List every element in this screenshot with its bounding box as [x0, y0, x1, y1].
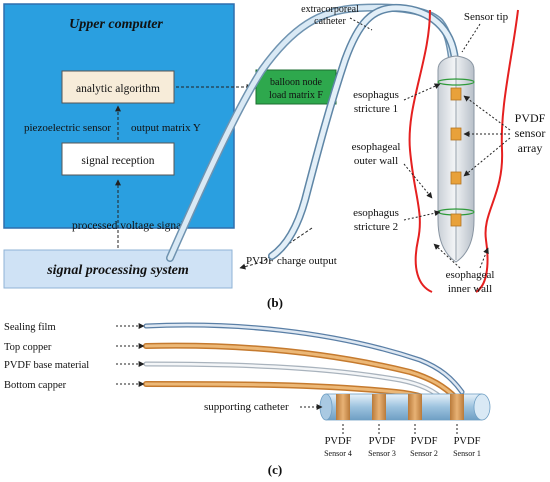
sensor3-sub: Sensor 3	[368, 449, 396, 458]
signal-reception-label: signal reception	[81, 155, 154, 167]
inner-wall-leader-1	[433, 243, 461, 269]
outer-wall-label-a: esophageal	[352, 141, 401, 153]
upper-computer-title: Upper computer	[69, 17, 163, 32]
upper-computer-block: Upper computer analytic algorithm piezoe…	[3, 3, 235, 229]
extracorporeal-leader	[349, 17, 373, 31]
inner-wall-label-b: inner wall	[448, 283, 492, 295]
pvdf-array-label-b: sensor	[515, 126, 546, 140]
extracorporeal-label-1: extracorporeal	[301, 4, 359, 15]
sensor4-sub: Sensor 4	[324, 449, 352, 458]
signal-processing-label: signal processing system	[46, 263, 189, 278]
sensor-labels: PVDF Sensor 4 PVDF Sensor 3 PVDF Sensor …	[324, 422, 481, 458]
sensor1-sub: Sensor 1	[453, 449, 481, 458]
processed-voltage-label: processed voltage signal	[72, 220, 184, 232]
sensor2-sub: Sensor 2	[410, 449, 438, 458]
sensor1-name: PVDF	[454, 436, 481, 447]
top-copper-label: Top copper	[4, 342, 52, 353]
esophageal-wall-left	[408, 9, 433, 293]
pvdf-array-label-a: PVDF	[515, 111, 546, 125]
stricture1-leader	[403, 83, 441, 101]
stricture2-label-b: stricture 2	[354, 221, 398, 233]
label-c: (c)	[268, 462, 282, 477]
stricture-ring-1	[437, 78, 475, 86]
layer-strips	[143, 322, 465, 409]
sensor-band-1	[450, 394, 464, 420]
pvdf-array-label-c: array	[518, 141, 543, 155]
sensor-patch-4	[450, 213, 462, 227]
sensor-band-2	[408, 394, 422, 420]
stricture2-label-a: esophagus	[353, 207, 399, 219]
sealing-film-label: Sealing film	[4, 322, 56, 333]
balloon-box-line1: balloon node	[270, 77, 322, 88]
sensor-balloon	[437, 55, 475, 263]
esophageal-wall-right	[475, 9, 519, 293]
bottom-capper-label: Bottom capper	[4, 380, 67, 391]
pvdf-leader-1	[463, 95, 511, 131]
signal-processing-system: signal processing system	[3, 249, 233, 289]
sensor-tip-leader	[461, 23, 481, 53]
balloon-load-matrix-box: balloon node load matrix F	[255, 69, 337, 105]
output-matrix-label: output matrix Y	[131, 122, 201, 134]
supporting-catheter	[319, 393, 491, 421]
analytic-algorithm-label: analytic algorithm	[76, 83, 160, 95]
pvdf-charge-output-label: PVDF charge output	[246, 255, 337, 267]
sensor-band-3	[372, 394, 386, 420]
stricture1-label-a: esophagus	[353, 89, 399, 101]
sensor4-name: PVDF	[325, 436, 352, 447]
piezoelectric-sensor-label: piezoelectric sensor	[24, 122, 111, 134]
stricture1-label-b: stricture 1	[354, 103, 398, 115]
stricture2-leader	[403, 210, 441, 221]
supporting-catheter-label: supporting catheter	[204, 401, 289, 413]
pvdf-leader-3	[463, 137, 511, 177]
sensor-tip-label: Sensor tip	[464, 11, 509, 23]
extracorporeal-label-2: catheter	[314, 16, 346, 27]
sensor-band-4	[336, 394, 350, 420]
outer-wall-leader	[403, 163, 433, 199]
charge-output-arrow	[239, 227, 313, 270]
sensor-patch-1	[450, 87, 462, 101]
catheter-tube-main	[268, 3, 459, 260]
sensor2-name: PVDF	[411, 436, 438, 447]
outer-wall-label-b: outer wall	[354, 155, 398, 167]
label-b: (b)	[267, 295, 283, 310]
pvdf-base-label: PVDF base material	[4, 360, 89, 371]
balloon-box-line2: load matrix F	[269, 90, 323, 101]
inner-wall-label-a: esophageal	[446, 269, 495, 281]
sensor3-name: PVDF	[369, 436, 396, 447]
sensor-patch-2	[450, 127, 462, 141]
inner-wall-leader-2	[479, 247, 489, 269]
sensor-patch-3	[450, 171, 462, 185]
